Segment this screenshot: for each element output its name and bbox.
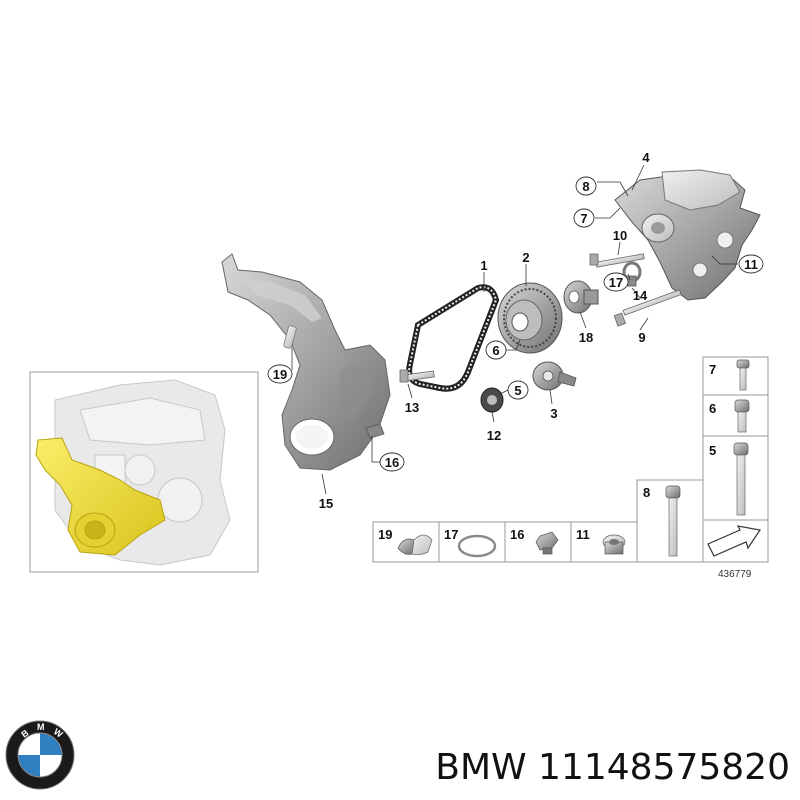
legend-label-17: 17 bbox=[444, 527, 458, 542]
legend-bottom-items: 19 17 16 11 bbox=[378, 527, 626, 558]
callout-19-circle: 19 bbox=[267, 364, 293, 384]
callout-3: 3 bbox=[550, 406, 557, 421]
callout-9: 9 bbox=[638, 330, 645, 345]
callout-5: 5 bbox=[514, 383, 521, 398]
callout-13: 13 bbox=[405, 400, 419, 415]
logo-letter-m: M bbox=[37, 722, 45, 732]
legend-label-6: 6 bbox=[709, 401, 716, 416]
leader-lines bbox=[291, 164, 738, 495]
screw-icon-6 bbox=[734, 399, 750, 433]
callout-5-circle: 5 bbox=[507, 380, 529, 400]
callout-15: 15 bbox=[319, 496, 333, 511]
legend-label-7: 7 bbox=[709, 362, 716, 377]
legend-label-5: 5 bbox=[709, 443, 716, 458]
sealing-ring-icon bbox=[457, 534, 497, 558]
bmw-logo: B M W bbox=[5, 720, 75, 790]
callout-14: 14 bbox=[633, 288, 648, 303]
dowel-sleeve bbox=[283, 325, 297, 349]
callout-11-circle: 11 bbox=[738, 254, 764, 274]
callout-8: 8 bbox=[582, 179, 589, 194]
callout-4: 4 bbox=[642, 150, 650, 165]
reference-number: 436779 bbox=[718, 569, 752, 580]
legend-label-16: 16 bbox=[510, 527, 524, 542]
callout-7-circle: 7 bbox=[573, 208, 595, 228]
legend-right-items: 7 6 5 8 bbox=[643, 359, 762, 557]
callout-18: 18 bbox=[579, 330, 593, 345]
callout-8-circle: 8 bbox=[575, 176, 597, 196]
arrow-icon bbox=[707, 525, 762, 557]
timing-case-cover bbox=[221, 253, 391, 471]
fastener-legend-bottom bbox=[372, 521, 638, 563]
callout-10: 10 bbox=[613, 228, 627, 243]
callout-19: 19 bbox=[273, 367, 287, 382]
screw-icon-5 bbox=[733, 442, 749, 516]
callout-6-circle: 6 bbox=[485, 340, 507, 360]
pulley-hub bbox=[563, 280, 599, 314]
bolt-13 bbox=[399, 369, 435, 383]
legend-label-11: 11 bbox=[576, 527, 590, 542]
engine-overview-inset bbox=[29, 371, 259, 573]
alternator-bracket bbox=[614, 169, 761, 301]
legend-label-19: 19 bbox=[378, 527, 392, 542]
legend-label-8: 8 bbox=[643, 485, 650, 500]
screw-icon-8 bbox=[665, 485, 681, 557]
timing-cover-highlight bbox=[35, 437, 166, 556]
screw-icon-7 bbox=[736, 359, 750, 391]
bolt-10 bbox=[589, 253, 645, 268]
callout-16: 16 bbox=[385, 455, 399, 470]
callout-11: 11 bbox=[744, 257, 758, 272]
dowel-icon bbox=[397, 534, 433, 556]
plug-icon bbox=[602, 534, 626, 555]
callout-1: 1 bbox=[480, 258, 487, 273]
idler-pulley bbox=[480, 387, 504, 413]
callout-7: 7 bbox=[580, 211, 587, 226]
callout-17-circle: 17 bbox=[603, 272, 629, 292]
part-number-caption: BMW 11148575820 bbox=[435, 747, 790, 788]
logo-letter-b: B bbox=[19, 727, 30, 739]
bolt-9 bbox=[613, 289, 682, 327]
vibration-damper bbox=[497, 282, 563, 354]
callouts: 1 2 3 4 5 6 7 8 9 10 11 12 13 14 15 bbox=[267, 150, 764, 511]
cover-screw bbox=[365, 423, 385, 439]
belt-tensioner bbox=[532, 361, 577, 391]
callout-17: 17 bbox=[609, 275, 623, 290]
callout-6: 6 bbox=[492, 343, 499, 358]
callout-12: 12 bbox=[487, 428, 501, 443]
screw-nut-icon bbox=[535, 531, 559, 555]
callout-16-circle: 16 bbox=[379, 452, 405, 472]
callout-2: 2 bbox=[522, 250, 529, 265]
